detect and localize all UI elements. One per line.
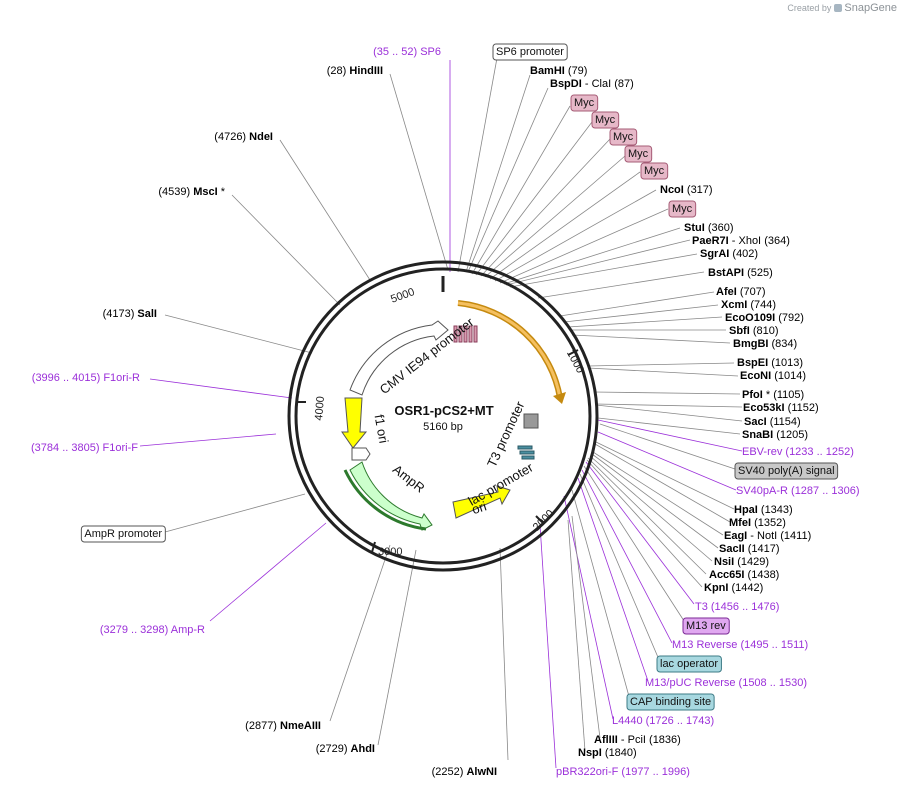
restriction-site-label[interactable]: (2252) AlwNI — [432, 766, 497, 778]
credit-brand: SnapGene — [844, 2, 897, 14]
feature-tag-label[interactable]: lac operator — [660, 658, 718, 670]
primer-label[interactable]: T3 (1456 .. 1476) — [695, 601, 779, 613]
tick-label: 2000 — [531, 508, 557, 534]
myc-tag-cluster — [453, 325, 478, 343]
feature-tag-box — [80, 525, 166, 543]
restriction-site-label[interactable]: NsiI (1429) — [714, 556, 769, 568]
restriction-site-label[interactable]: EcoNI (1014) — [740, 370, 806, 382]
restriction-site-label[interactable]: (4726) NdeI — [214, 131, 273, 143]
feature-tag-box — [668, 200, 697, 218]
feature-tag-box — [609, 128, 638, 146]
primer-label[interactable]: M13/pUC Reverse (1508 .. 1530) — [645, 677, 807, 689]
feature-tag-box — [682, 617, 730, 635]
restriction-site-label[interactable]: AfeI (707) — [716, 286, 766, 298]
feature-tag-label[interactable]: Myc — [613, 131, 634, 143]
f1-ori-arrow — [341, 397, 368, 449]
feature-tag-label[interactable]: Myc — [628, 148, 649, 160]
snapgene-credit: Created by SnapGene — [787, 2, 897, 14]
feature-tag-label[interactable]: Myc — [644, 165, 665, 177]
restriction-site-label[interactable]: BspEI (1013) — [737, 357, 803, 369]
osr1-insert-arrow — [457, 300, 563, 399]
cmv-promoter-arrow — [349, 320, 449, 396]
restriction-site-label[interactable]: PaeR7I - XhoI (364) — [692, 235, 790, 247]
ampr-label: AmpR — [390, 462, 428, 496]
plasmid-name: OSR1-pCS2+MT — [394, 403, 493, 418]
ampr-arrow — [349, 461, 433, 531]
feature-tag-label[interactable]: M13 rev — [686, 620, 726, 632]
tick-label: 4000 — [313, 396, 327, 421]
feature-tag-box — [734, 462, 839, 480]
primer-label[interactable]: (35 .. 52) SP6 — [373, 46, 441, 58]
restriction-site-label[interactable]: BstAPI (525) — [708, 267, 773, 279]
restriction-site-label[interactable]: XcmI (744) — [721, 299, 776, 311]
lac-elements-cluster — [517, 445, 535, 460]
feature-tag-box — [570, 94, 599, 112]
ori-arrow — [452, 485, 511, 519]
restriction-site-label[interactable]: SbfI (810) — [729, 325, 779, 337]
restriction-site-label[interactable]: MfeI (1352) — [729, 517, 786, 529]
restriction-site-label[interactable]: AflIII - PciI (1836) — [594, 734, 681, 746]
feature-tag-box — [492, 43, 568, 61]
primer-label[interactable]: SV40pA-R (1287 .. 1306) — [736, 485, 860, 497]
primer-label[interactable]: pBR322ori-F (1977 .. 1996) — [556, 766, 690, 778]
plasmid-length: 5160 bp — [423, 421, 463, 433]
feature-tag-label[interactable]: Myc — [595, 114, 616, 126]
restriction-site-label[interactable]: (4539) MscI * — [158, 186, 225, 198]
restriction-site-label[interactable]: (28) HindIII — [327, 65, 383, 77]
feature-tag-label[interactable]: Myc — [672, 203, 693, 215]
tick-label: 5000 — [389, 286, 416, 306]
primer-label[interactable]: M13 Reverse (1495 .. 1511) — [672, 639, 808, 651]
feature-tag-label[interactable]: SP6 promoter — [496, 46, 564, 58]
restriction-site-label[interactable]: SgrAI (402) — [700, 248, 758, 260]
backbone-ring — [287, 260, 599, 572]
primer-label[interactable]: EBV-rev (1233 .. 1252) — [742, 446, 854, 458]
restriction-site-label[interactable]: NcoI (317) — [660, 184, 713, 196]
restriction-site-label[interactable]: NspI (1840) — [578, 747, 637, 759]
restriction-site-label[interactable]: BspDI - ClaI (87) — [550, 78, 634, 90]
restriction-site-label[interactable]: PfoI * (1105) — [742, 389, 804, 401]
feature-tag-box — [626, 693, 715, 711]
tick-label: 3000 — [378, 546, 402, 558]
sv40-signal-marker — [523, 413, 539, 429]
restriction-site-label[interactable]: StuI (360) — [684, 222, 734, 234]
feature-tag-label[interactable]: CAP binding site — [630, 696, 711, 708]
restriction-site-label[interactable]: Acc65I (1438) — [709, 569, 779, 581]
restriction-site-label[interactable]: BmgBI (834) — [733, 338, 797, 350]
feature-tag-box — [656, 655, 722, 673]
restriction-site-label[interactable]: BamHI (79) — [530, 65, 587, 77]
primer-label[interactable]: (3784 .. 3805) F1ori-F — [31, 442, 138, 454]
restriction-site-label[interactable]: Eco53kI (1152) — [743, 402, 819, 414]
restriction-site-label[interactable]: (4173) SalI — [103, 308, 157, 320]
credit-prefix: Created by — [787, 3, 832, 13]
restriction-site-label[interactable]: SacI (1154) — [744, 416, 801, 428]
ampr-promoter-arrow — [351, 447, 371, 461]
feature-tag-box — [624, 145, 653, 163]
snapgene-logo-icon — [834, 4, 843, 12]
primer-label[interactable]: (3279 .. 3298) Amp-R — [100, 624, 205, 636]
feature-tag-box — [591, 111, 620, 129]
restriction-site-label[interactable]: HpaI (1343) — [734, 504, 793, 516]
restriction-site-label[interactable]: EagI - NotI (1411) — [724, 530, 811, 542]
feature-tag-label[interactable]: SV40 poly(A) signal — [738, 465, 835, 477]
leader-lines — [139, 57, 743, 769]
restriction-site-label[interactable]: SnaBI (1205) — [742, 429, 808, 441]
feature-tag-label[interactable]: AmpR promoter — [84, 528, 162, 540]
restriction-site-label[interactable]: SacII (1417) — [719, 543, 780, 555]
restriction-site-label[interactable]: KpnI (1442) — [704, 582, 763, 594]
restriction-site-label[interactable]: (2729) AhdI — [316, 743, 375, 755]
primer-label[interactable]: (3996 .. 4015) F1ori-R — [32, 372, 140, 384]
primer-label[interactable]: L4440 (1726 .. 1743) — [612, 715, 714, 727]
restriction-site-label[interactable]: EcoO109I (792) — [725, 312, 804, 324]
feature-arrows — [341, 300, 566, 531]
feature-tag-box — [640, 162, 669, 180]
restriction-site-label[interactable]: (2877) NmeAIII — [245, 720, 321, 732]
feature-tag-label[interactable]: Myc — [574, 97, 595, 109]
ori-label: ori — [470, 498, 488, 517]
f1-ori-label: f1 ori — [372, 413, 392, 444]
